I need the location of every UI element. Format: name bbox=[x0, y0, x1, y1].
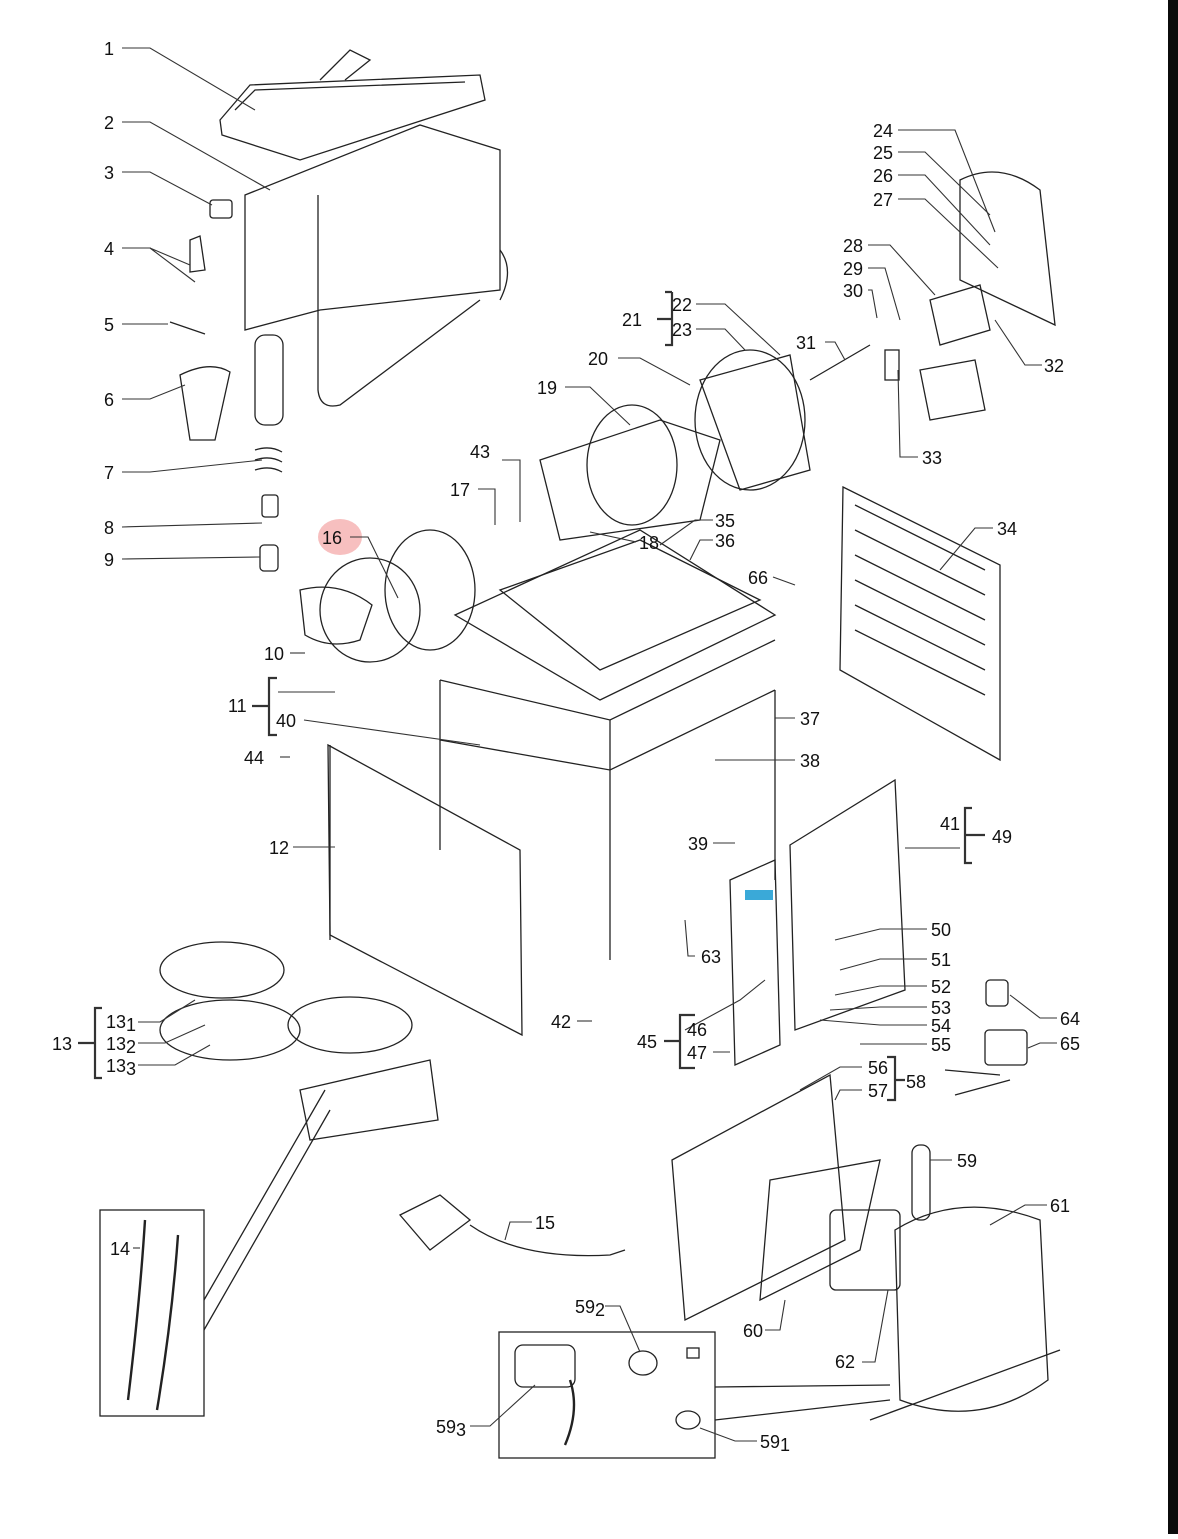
label-45: 45 bbox=[637, 1032, 657, 1052]
right-edge-bar bbox=[1168, 0, 1178, 1534]
drip-trays bbox=[159, 941, 439, 1141]
highlight-mark bbox=[318, 519, 362, 555]
label-27: 27 bbox=[873, 190, 893, 210]
label-26: 26 bbox=[873, 166, 893, 186]
label-19: 19 bbox=[537, 378, 557, 398]
label-3: 3 bbox=[104, 163, 114, 183]
label-44: 44 bbox=[244, 748, 264, 768]
label-1: 1 bbox=[104, 39, 114, 59]
label-31: 31 bbox=[796, 333, 816, 353]
front-panel bbox=[327, 743, 523, 1037]
label-42: 42 bbox=[551, 1012, 571, 1032]
label-64: 64 bbox=[1060, 1009, 1080, 1029]
frame bbox=[439, 529, 777, 960]
label-52: 52 bbox=[931, 977, 951, 997]
label-58: 58 bbox=[906, 1072, 926, 1092]
label-59-1: 591 bbox=[760, 1432, 790, 1455]
label-8: 8 bbox=[104, 518, 114, 538]
label-35: 35 bbox=[715, 511, 735, 531]
label-10: 10 bbox=[264, 644, 284, 664]
label-28: 28 bbox=[843, 236, 863, 256]
label-54: 54 bbox=[931, 1016, 951, 1036]
label-59-3: 593 bbox=[436, 1417, 466, 1440]
label-14: 14 bbox=[110, 1239, 130, 1259]
label-7: 7 bbox=[104, 463, 114, 483]
label-9: 9 bbox=[104, 550, 114, 570]
label-36: 36 bbox=[715, 531, 735, 551]
bowl bbox=[244, 124, 509, 407]
label-34: 34 bbox=[997, 519, 1017, 539]
label-30: 30 bbox=[843, 281, 863, 301]
label-47: 47 bbox=[687, 1043, 707, 1063]
label-43: 43 bbox=[470, 442, 490, 462]
label-15: 15 bbox=[535, 1213, 555, 1233]
label-66: 66 bbox=[748, 568, 768, 588]
label-40: 40 bbox=[276, 711, 296, 731]
label-55: 55 bbox=[931, 1035, 951, 1055]
label-59: 59 bbox=[957, 1151, 977, 1171]
label-50: 50 bbox=[931, 920, 951, 940]
label-13-3: 133 bbox=[106, 1056, 136, 1079]
label-56: 56 bbox=[868, 1058, 888, 1078]
label-39: 39 bbox=[688, 834, 708, 854]
label-59-2: 592 bbox=[575, 1297, 605, 1320]
label-38: 38 bbox=[800, 751, 820, 771]
label-13-1: 131 bbox=[106, 1012, 136, 1035]
auger-and-cylinder bbox=[299, 344, 871, 663]
valves bbox=[944, 979, 1028, 1096]
leader-lines bbox=[121, 47, 1057, 1442]
label-63: 63 bbox=[701, 947, 721, 967]
label-60: 60 bbox=[743, 1321, 763, 1341]
label-18: 18 bbox=[639, 533, 659, 553]
label-13: 13 bbox=[52, 1034, 72, 1054]
label-41: 41 bbox=[940, 814, 960, 834]
label-11: 11 bbox=[228, 696, 247, 716]
label-13-2: 132 bbox=[106, 1034, 136, 1057]
label-24: 24 bbox=[873, 121, 893, 141]
capacitor-box bbox=[498, 1331, 891, 1459]
tubes-box bbox=[99, 1089, 331, 1417]
condenser-fan-compressor bbox=[671, 1073, 1061, 1421]
power-cord bbox=[398, 1194, 626, 1257]
label-2: 2 bbox=[104, 113, 114, 133]
label-17: 17 bbox=[450, 480, 470, 500]
label-65: 65 bbox=[1060, 1034, 1080, 1054]
label-25: 25 bbox=[873, 143, 893, 163]
label-23: 23 bbox=[672, 320, 692, 340]
side-grille bbox=[839, 485, 1001, 762]
label-32: 32 bbox=[1044, 356, 1064, 376]
label-4: 4 bbox=[104, 239, 114, 259]
label-21: 21 bbox=[622, 310, 642, 330]
bowl-lid bbox=[219, 49, 486, 161]
label-22: 22 bbox=[672, 295, 692, 315]
label-20: 20 bbox=[588, 349, 608, 369]
control-panel bbox=[729, 778, 906, 1066]
label-57: 57 bbox=[868, 1081, 888, 1101]
group-brackets bbox=[78, 290, 985, 1102]
label-49: 49 bbox=[992, 827, 1012, 847]
label-33: 33 bbox=[922, 448, 942, 468]
label-12: 12 bbox=[269, 838, 289, 858]
label-53: 53 bbox=[931, 998, 951, 1018]
tap-group bbox=[169, 199, 284, 572]
label-6: 6 bbox=[104, 390, 114, 410]
label-16: 16 bbox=[322, 528, 342, 548]
label-37: 37 bbox=[800, 709, 820, 729]
label-62: 62 bbox=[835, 1352, 855, 1372]
part-labels: 1 2 3 4 5 6 7 8 9 10 11 12 13 131 132 13… bbox=[52, 39, 1080, 1455]
label-46: 46 bbox=[687, 1020, 707, 1040]
label-5: 5 bbox=[104, 315, 114, 335]
gear-motor bbox=[884, 171, 1056, 421]
label-61: 61 bbox=[1050, 1196, 1070, 1216]
label-51: 51 bbox=[931, 950, 951, 970]
label-29: 29 bbox=[843, 259, 863, 279]
